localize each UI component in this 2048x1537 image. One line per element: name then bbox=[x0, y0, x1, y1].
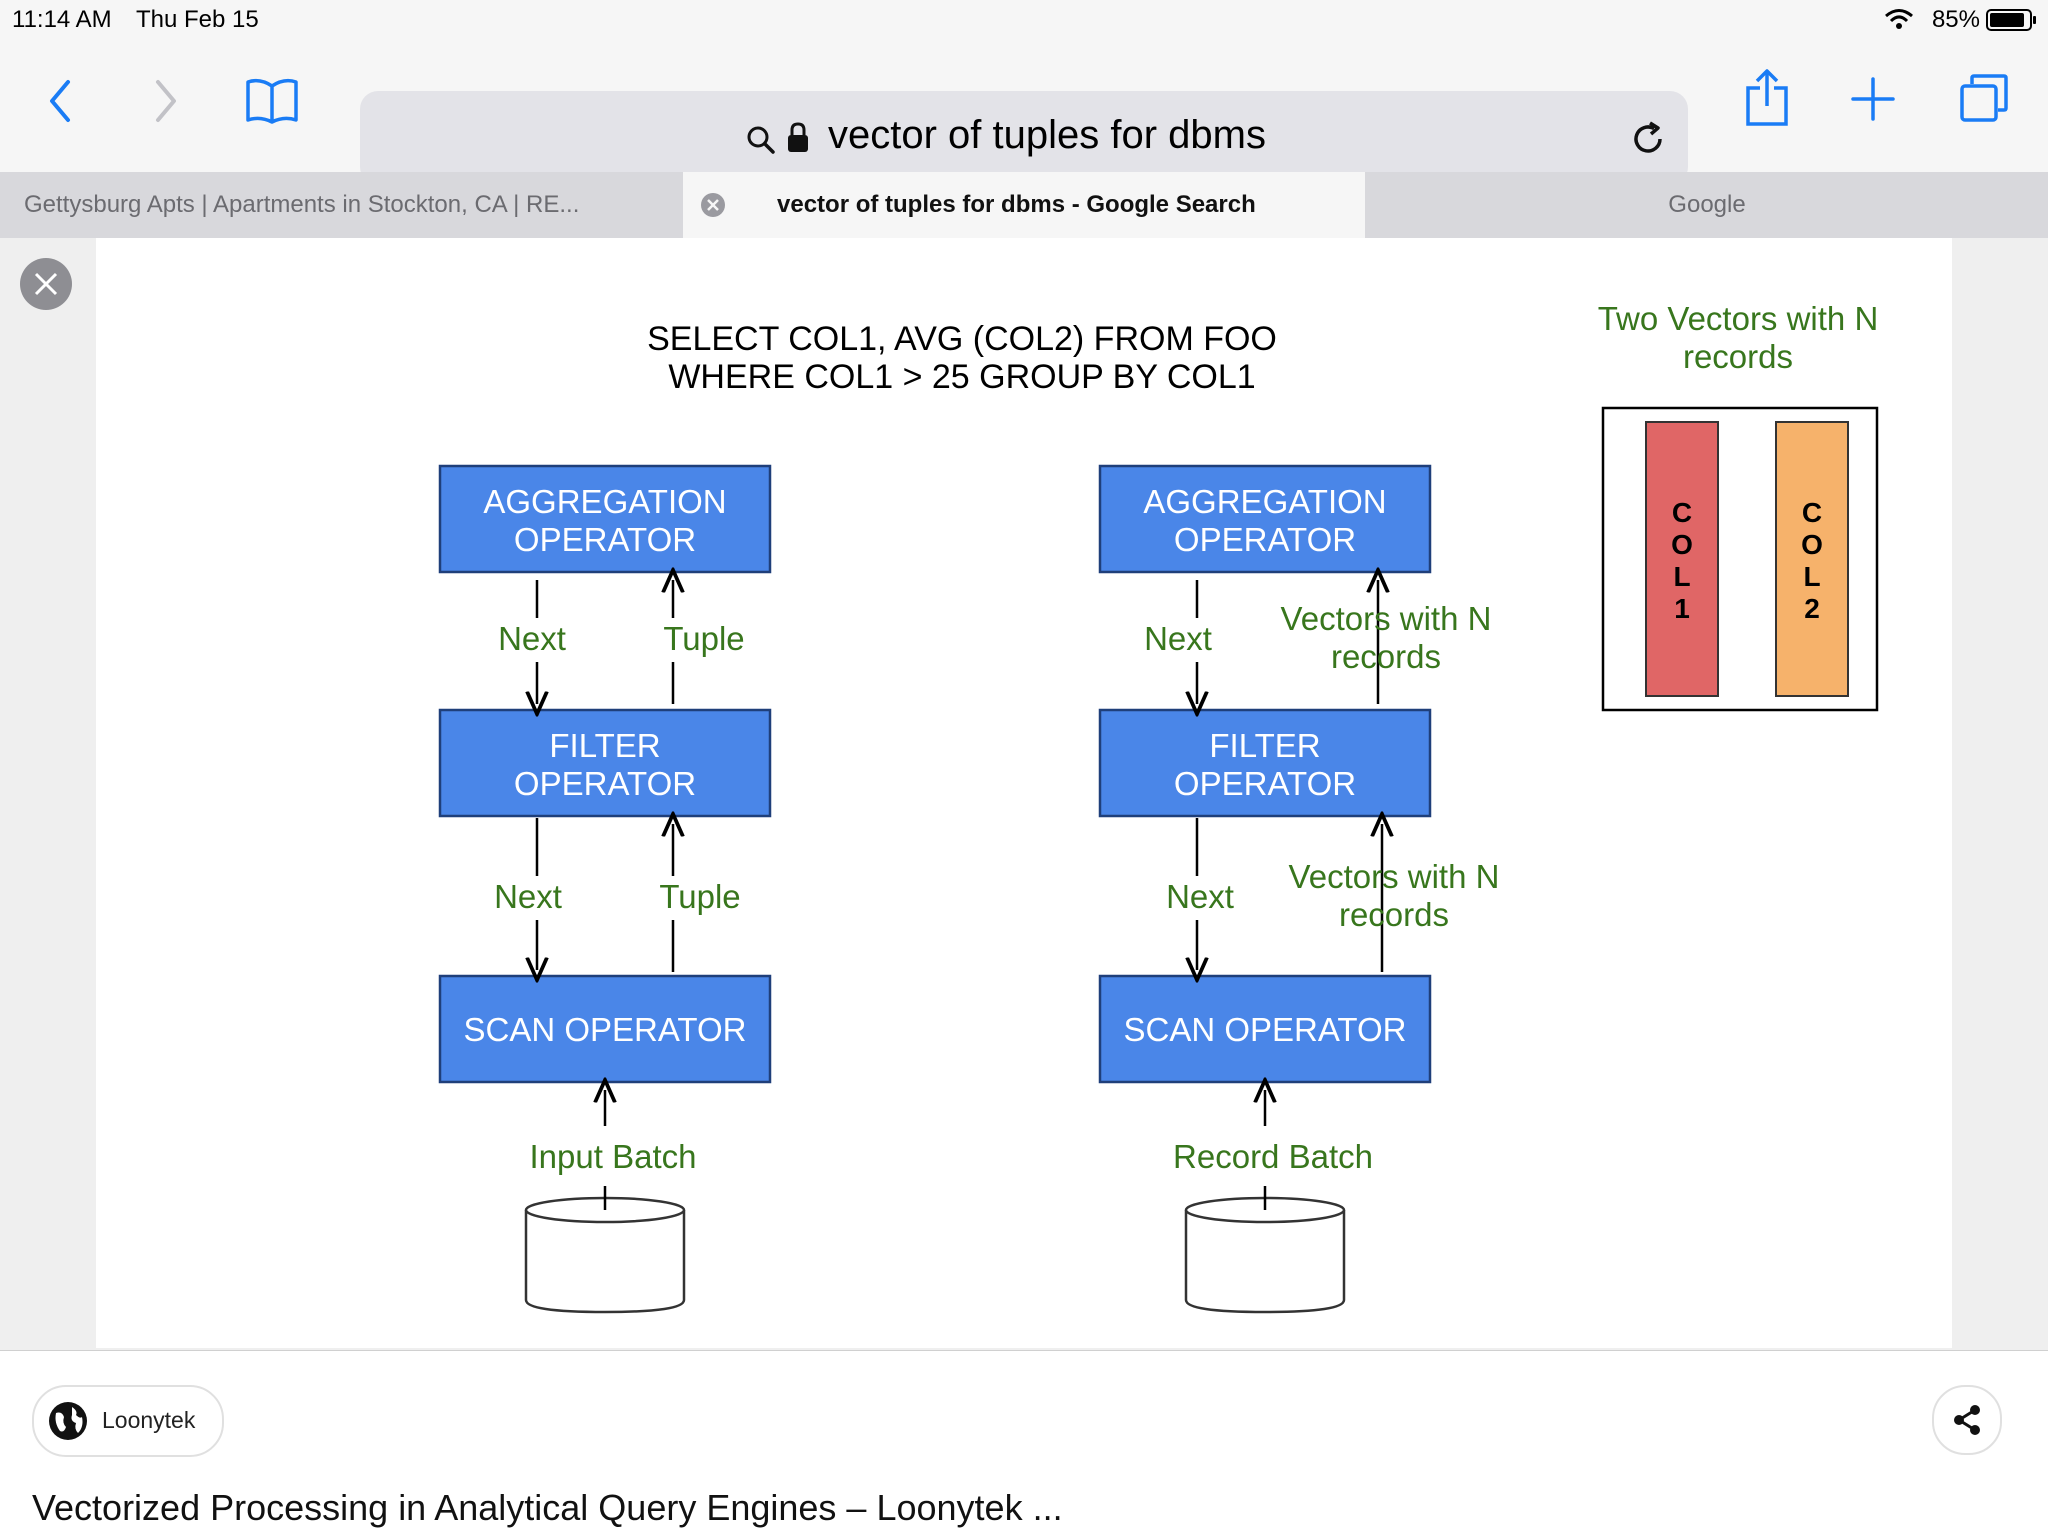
left-filter-operator bbox=[438, 708, 772, 818]
tab-label: Google bbox=[1668, 191, 1746, 218]
search-icon bbox=[747, 126, 775, 154]
left-database-icon bbox=[524, 1186, 686, 1314]
chevron-right-icon[interactable] bbox=[152, 78, 180, 124]
tab-bar: Gettysburg Apts | Apartments in Stockton… bbox=[0, 172, 2048, 239]
right-agg-label-2: OPERATOR bbox=[1174, 521, 1356, 558]
legend-title-line-2: records bbox=[1683, 338, 1793, 375]
battery-percent: 85% bbox=[1931, 6, 1980, 33]
right-batch-label: Record Batch bbox=[1173, 1138, 1373, 1175]
image-info-footer: Loonytek Vectorized Processing in Analyt… bbox=[0, 1350, 2048, 1537]
source-link[interactable]: Loonytek bbox=[32, 1385, 224, 1457]
left-next-label-1: Next bbox=[498, 620, 566, 657]
battery-icon bbox=[1986, 9, 2036, 31]
tab-gettysburg[interactable]: Gettysburg Apts | Apartments in Stockton… bbox=[0, 172, 682, 238]
right-filter-label-1: FILTER bbox=[1209, 727, 1320, 764]
right-filter-label-2: OPERATOR bbox=[1174, 765, 1356, 802]
browser-toolbar: vector of tuples for dbms bbox=[0, 40, 2048, 185]
right-scan-operator bbox=[1098, 974, 1432, 1084]
tab-google[interactable]: Google bbox=[1366, 172, 2048, 238]
right-aggregation-operator bbox=[1098, 464, 1432, 574]
left-filter-label-1: FILTER bbox=[549, 727, 660, 764]
url-text: vector of tuples for dbms bbox=[828, 113, 1266, 157]
left-tuple-label-1: Tuple bbox=[663, 620, 744, 657]
close-tab-icon[interactable] bbox=[701, 193, 725, 217]
image-viewer: SELECT COL1, AVG (COL2) FROM FOO WHERE C… bbox=[0, 238, 2048, 1350]
tab-label: vector of tuples for dbms - Google Searc… bbox=[777, 191, 1256, 218]
tabs-icon[interactable] bbox=[1958, 72, 2010, 124]
wifi-icon bbox=[1885, 9, 1913, 29]
left-scan-label: SCAN OPERATOR bbox=[464, 1011, 747, 1048]
right-next-label-2: Next bbox=[1166, 878, 1234, 915]
plus-icon[interactable] bbox=[1850, 76, 1896, 122]
book-icon[interactable] bbox=[244, 76, 300, 126]
left-tuple-label-2: Tuple bbox=[659, 878, 740, 915]
source-name: Loonytek bbox=[102, 1407, 196, 1433]
col2-letter: L bbox=[1803, 561, 1820, 592]
right-filter-operator bbox=[1098, 708, 1432, 818]
share-icon[interactable] bbox=[1744, 68, 1790, 128]
right-vectors-label-2a: Vectors with N bbox=[1289, 858, 1500, 895]
left-agg-label-1: AGGREGATION bbox=[483, 483, 726, 520]
close-viewer-button[interactable] bbox=[20, 258, 72, 310]
left-next-label-2: Next bbox=[494, 878, 562, 915]
left-batch-label: Input Batch bbox=[530, 1138, 697, 1175]
chevron-left-icon[interactable] bbox=[46, 78, 74, 124]
status-bar: 11:14 AM Thu Feb 15 85% bbox=[0, 0, 2048, 40]
left-aggregation-operator bbox=[438, 464, 772, 574]
status-time: 11:14 AM bbox=[12, 6, 112, 33]
right-vectors-label-1a: Vectors with N bbox=[1281, 600, 1492, 637]
close-icon bbox=[34, 272, 58, 296]
legend-title-line-1: Two Vectors with N bbox=[1598, 300, 1879, 337]
col2-letter: C bbox=[1802, 497, 1822, 528]
reload-icon[interactable] bbox=[1628, 119, 1668, 159]
col1-vector bbox=[1645, 421, 1719, 697]
col2-vector bbox=[1775, 421, 1849, 697]
col1-letter: L bbox=[1673, 561, 1690, 592]
col1-letter: O bbox=[1671, 529, 1693, 560]
query-line-1: SELECT COL1, AVG (COL2) FROM FOO bbox=[647, 320, 1277, 358]
operator-diagram: SELECT COL1, AVG (COL2) FROM FOO WHERE C… bbox=[438, 300, 1879, 1314]
col2-letter: 2 bbox=[1804, 593, 1820, 624]
right-vectors-label-2b: records bbox=[1339, 896, 1449, 933]
result-title[interactable]: Vectorized Processing in Analytical Quer… bbox=[32, 1487, 1063, 1528]
tab-label: Gettysburg Apts | Apartments in Stockton… bbox=[24, 191, 580, 218]
col2-letter: O bbox=[1801, 529, 1823, 560]
lock-icon bbox=[788, 122, 808, 152]
col1-letter: 1 bbox=[1674, 593, 1690, 624]
col1-letter: C bbox=[1672, 497, 1692, 528]
right-database-icon bbox=[1184, 1186, 1346, 1314]
right-next-label-1: Next bbox=[1144, 620, 1212, 657]
tab-google-search[interactable]: vector of tuples for dbms - Google Searc… bbox=[683, 172, 1365, 238]
diagram-image: SELECT COL1, AVG (COL2) FROM FOO WHERE C… bbox=[96, 238, 1952, 1348]
share-image-button[interactable] bbox=[1932, 1385, 2002, 1455]
right-agg-label-1: AGGREGATION bbox=[1143, 483, 1386, 520]
right-vectors-label-1b: records bbox=[1331, 638, 1441, 675]
globe-icon bbox=[49, 1402, 87, 1440]
share-icon bbox=[1954, 1405, 1980, 1435]
status-date: Thu Feb 15 bbox=[136, 6, 259, 33]
left-agg-label-2: OPERATOR bbox=[514, 521, 696, 558]
query-line-2: WHERE COL1 > 25 GROUP BY COL1 bbox=[668, 358, 1255, 396]
right-scan-label: SCAN OPERATOR bbox=[1124, 1011, 1407, 1048]
address-bar[interactable]: vector of tuples for dbms bbox=[360, 91, 1688, 185]
left-scan-operator bbox=[438, 974, 772, 1084]
left-filter-label-2: OPERATOR bbox=[514, 765, 696, 802]
